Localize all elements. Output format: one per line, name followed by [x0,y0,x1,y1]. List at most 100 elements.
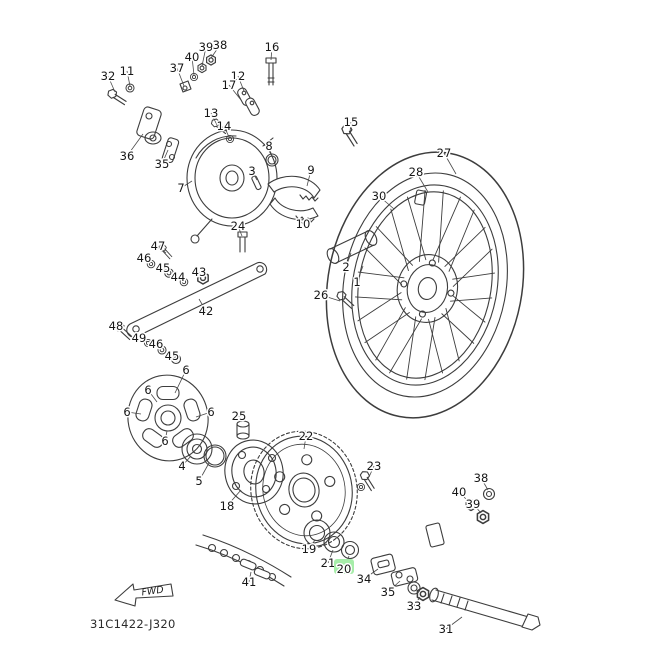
brake-cam [251,175,262,191]
leader-line [147,389,158,403]
torque-rod-group [112,242,268,365]
adjuster-bracket [425,522,445,548]
callout-6: 6 [144,383,151,397]
leader-line [443,152,457,175]
leader-line [198,271,204,278]
callout-2: 2 [342,260,349,274]
leader-line [458,491,469,502]
leader-line [126,411,142,415]
leader-line [349,121,352,133]
callout-35: 35 [155,157,170,171]
leader-line [472,503,482,514]
callout-39: 39 [199,40,214,54]
damper-group [127,374,284,505]
leader-line [363,568,379,580]
leader-line [251,170,258,181]
leader-line [415,171,429,193]
hub [396,254,459,323]
leader-line [198,298,207,312]
callout-45: 45 [156,261,171,275]
callout-20: 20 [337,562,352,576]
leader-line [228,84,242,101]
leader-line [171,355,176,359]
callout-33: 33 [407,599,422,613]
leader-line [161,149,169,165]
spacers-group [303,469,381,560]
callout-28: 28 [409,165,424,179]
leader-line [176,67,185,87]
callout-9: 9 [307,163,314,177]
small-parts-top-left [106,54,364,164]
leader-line [126,70,131,87]
callout-44: 44 [171,270,186,284]
callout-25: 25 [232,409,247,423]
callout-6: 6 [161,434,168,448]
callout-10: 10 [296,217,311,231]
callout-6: 6 [207,405,214,419]
leader-line [155,343,162,350]
leader-line [198,462,210,482]
leader-line [164,430,168,442]
tire-outline [325,151,525,419]
leader-line [157,245,167,254]
callout-36: 36 [120,149,135,163]
shoe-spring-upper [299,194,319,202]
leader-line [387,580,401,593]
leader-line [210,44,221,59]
leader-line [115,325,123,331]
callout-31: 31 [439,622,454,636]
axle-head [521,613,541,631]
o-ring [203,444,227,468]
callout-22: 22 [299,429,314,443]
wheel-group [325,151,525,419]
leader-line [345,252,352,268]
callout-27: 27 [437,146,452,160]
leader-line [303,435,307,450]
callout-35: 35 [381,585,396,599]
callout-19: 19 [302,542,317,556]
leader-line [195,411,212,418]
leader-line [126,133,144,157]
leader-line [180,180,193,189]
callout-47: 47 [151,239,166,253]
callout-48: 48 [109,319,124,333]
bolt-24-head [237,231,248,238]
leader-line [306,169,312,187]
cam-seal [265,153,279,167]
callout-32: 32 [101,69,116,83]
chain-tensioner-bracket [136,106,162,140]
callout-17: 17 [222,78,237,92]
callout-34: 34 [357,572,372,586]
callout-42: 42 [199,304,214,318]
callout-16: 16 [265,40,280,54]
leader-line [177,276,185,282]
leader-line [270,46,273,61]
leader-line [268,145,273,158]
fwd-label: FWD [141,585,165,599]
torque-rod [126,261,268,338]
callout-4: 4 [178,459,185,473]
callout-6: 6 [123,405,130,419]
callout-14: 14 [217,119,232,133]
callout-37: 37 [170,61,185,75]
callout-8: 8 [265,139,272,153]
leader-line [248,571,252,583]
callout-13: 13 [204,106,219,120]
leader-line [413,596,421,607]
callout-43: 43 [192,265,207,279]
brake-panel-group [186,129,278,244]
callout-6: 6 [182,363,189,377]
leader-line [162,267,170,273]
chain-joint-plate [239,558,257,571]
leader-line [201,46,207,67]
leader-line [226,489,242,507]
leader-line [356,265,364,283]
leader-line [174,369,187,394]
callout-26: 26 [314,288,329,302]
tensioner-plate [161,137,180,164]
axle-group [370,487,541,631]
leader-line [308,539,316,550]
leader-line [210,112,218,126]
